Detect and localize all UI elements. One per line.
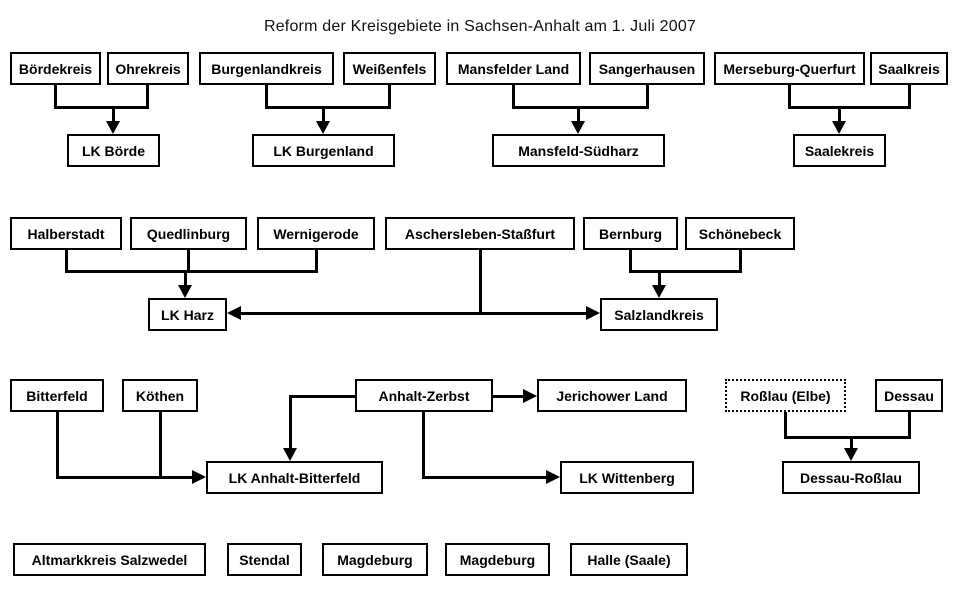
node-halle-saale: Halle (Saale) bbox=[570, 543, 688, 576]
node-lk-burgenland: LK Burgenland bbox=[252, 134, 395, 167]
node-weissenfels: Weißenfels bbox=[343, 52, 436, 85]
node-dessau: Dessau bbox=[875, 379, 943, 412]
node-quedlinburg: Quedlinburg bbox=[130, 217, 247, 250]
connector-segment bbox=[788, 85, 791, 109]
connector-segment bbox=[658, 270, 661, 287]
node-lk-wittenberg: LK Wittenberg bbox=[560, 461, 694, 494]
node-koethen: Köthen bbox=[122, 379, 198, 412]
node-bitterfeld: Bitterfeld bbox=[10, 379, 104, 412]
node-schoenebeck: Schönebeck bbox=[685, 217, 795, 250]
connector-segment bbox=[512, 85, 515, 109]
connector-segment bbox=[388, 85, 391, 109]
arrowhead-right bbox=[546, 470, 560, 484]
connector-segment bbox=[56, 476, 193, 479]
connector-segment bbox=[289, 395, 292, 448]
connector-segment bbox=[629, 270, 742, 273]
node-lk-anhalt-bitterfeld: LK Anhalt-Bitterfeld bbox=[206, 461, 383, 494]
connector-segment bbox=[54, 85, 57, 109]
arrowhead-down bbox=[316, 121, 330, 134]
connector-segment bbox=[739, 250, 742, 272]
node-magdeburg-1: Magdeburg bbox=[322, 543, 428, 576]
node-dessau-rosslau: Dessau-Roßlau bbox=[782, 461, 920, 494]
node-magdeburg-2: Magdeburg bbox=[445, 543, 550, 576]
node-ohrekreis: Ohrekreis bbox=[107, 52, 189, 85]
node-stendal: Stendal bbox=[227, 543, 302, 576]
connector-segment bbox=[479, 250, 482, 314]
node-sangerhausen: Sangerhausen bbox=[589, 52, 705, 85]
node-salzlandkreis: Salzlandkreis bbox=[600, 298, 718, 331]
connector-segment bbox=[265, 85, 268, 109]
node-saalkreis: Saalkreis bbox=[870, 52, 948, 85]
connector-segment bbox=[315, 250, 318, 272]
arrowhead-down bbox=[832, 121, 846, 134]
connector-segment bbox=[493, 395, 524, 398]
node-altmarkkreis-salzwedel: Altmarkkreis Salzwedel bbox=[13, 543, 206, 576]
arrowhead-down bbox=[844, 448, 858, 461]
connector-segment bbox=[159, 412, 162, 479]
node-anhalt-zerbst: Anhalt-Zerbst bbox=[355, 379, 493, 412]
arrowhead-down bbox=[106, 121, 120, 134]
connector-segment bbox=[265, 106, 391, 109]
node-saalekreis: Saalekreis bbox=[793, 134, 886, 167]
connector-segment bbox=[54, 106, 149, 109]
connector-segment bbox=[289, 395, 355, 398]
arrowhead-down bbox=[283, 448, 297, 461]
arrowhead-down bbox=[652, 285, 666, 298]
connector-segment bbox=[784, 436, 911, 439]
node-aschersleben-stassfurt: Aschersleben-Staßfurt bbox=[385, 217, 575, 250]
connector-segment bbox=[56, 412, 59, 479]
connector-segment bbox=[577, 106, 580, 122]
node-wernigerode: Wernigerode bbox=[257, 217, 375, 250]
connector-segment bbox=[838, 106, 841, 122]
connector-segment bbox=[850, 436, 853, 450]
arrowhead-down bbox=[178, 285, 192, 298]
connector-segment bbox=[422, 412, 425, 479]
node-bernburg: Bernburg bbox=[583, 217, 678, 250]
node-merseburg-querfurt: Merseburg-Querfurt bbox=[714, 52, 865, 85]
arrowhead-right bbox=[523, 389, 537, 403]
connector-segment bbox=[322, 106, 325, 122]
connector-segment bbox=[65, 250, 68, 272]
node-mansfeld-suedharz: Mansfeld-Südharz bbox=[492, 134, 665, 167]
connector-segment bbox=[788, 106, 911, 109]
node-mansfelder-land: Mansfelder Land bbox=[446, 52, 581, 85]
arrowhead-left bbox=[227, 306, 241, 320]
connector-segment bbox=[908, 85, 911, 109]
arrowhead-down bbox=[571, 121, 585, 134]
connector-segment bbox=[241, 312, 586, 315]
connector-segment bbox=[646, 85, 649, 109]
node-burgenlandkreis: Burgenlandkreis bbox=[199, 52, 334, 85]
connector-segment bbox=[784, 412, 787, 438]
connector-segment bbox=[187, 250, 190, 272]
node-boerdekreis: Bördekreis bbox=[10, 52, 101, 85]
connector-segment bbox=[512, 106, 649, 109]
connector-segment bbox=[908, 412, 911, 438]
connector-segment bbox=[65, 270, 318, 273]
node-lk-harz: LK Harz bbox=[148, 298, 227, 331]
connector-segment bbox=[184, 270, 187, 287]
node-lk-boerde: LK Börde bbox=[67, 134, 160, 167]
node-jerichower-land: Jerichower Land bbox=[537, 379, 687, 412]
connector-segment bbox=[146, 85, 149, 109]
connector-segment bbox=[112, 106, 115, 122]
arrowhead-right bbox=[586, 306, 600, 320]
connector-segment bbox=[422, 476, 546, 479]
arrowhead-right bbox=[192, 470, 206, 484]
node-rosslau-elbe: Roßlau (Elbe) bbox=[725, 379, 846, 412]
connector-segment bbox=[629, 250, 632, 272]
node-halberstadt: Halberstadt bbox=[10, 217, 122, 250]
diagram-title: Reform der Kreisgebiete in Sachsen-Anhal… bbox=[263, 18, 697, 35]
